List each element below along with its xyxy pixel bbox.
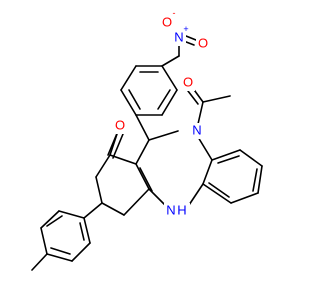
acetyl-group	[187, 86, 231, 125]
atom-label-layer: O - N + O O O N N H	[113, 8, 210, 220]
nitro-nitrogen-label: N	[174, 29, 183, 44]
amide-nitrogen-label: N	[192, 122, 201, 137]
amine-nitrogen-label: N	[166, 202, 175, 217]
ketone-group	[107, 130, 124, 159]
nitro-oxygen-anion-label: O	[162, 14, 172, 29]
nitro-oxygen-double-label: O	[198, 35, 208, 50]
ketone-oxygen-label: O	[115, 117, 125, 132]
nitro-oxygen-charge-label: -	[173, 8, 176, 18]
bond-layer	[31, 23, 263, 271]
tolyl-group	[31, 202, 103, 271]
molecule-drawing: O - N + O O O N N H	[31, 8, 263, 271]
nitro-nitrogen-charge-label: +	[183, 24, 188, 34]
benzo-ring	[202, 149, 263, 204]
structure-canvas: O - N + O O O N N H	[31, 8, 263, 271]
acetyl-oxygen-label: O	[183, 74, 193, 89]
nitrophenyl-ring	[120, 55, 180, 116]
amine-hydrogen-label: H	[177, 202, 186, 217]
diazepine-ring	[135, 114, 213, 206]
